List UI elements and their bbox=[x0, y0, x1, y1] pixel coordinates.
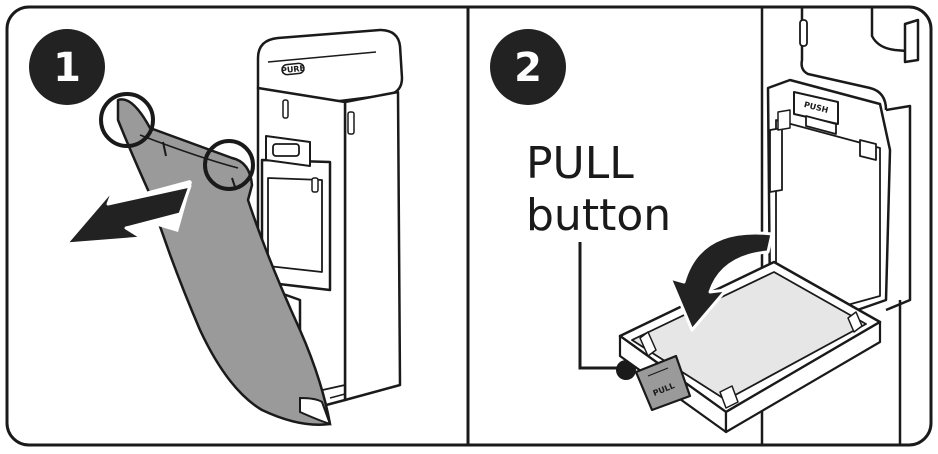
step-2-panel: 2 PULL button bbox=[490, 8, 920, 444]
pull-button: PULL bbox=[634, 354, 692, 412]
step-2-badge: 2 bbox=[490, 29, 566, 105]
front-cover-panel bbox=[116, 98, 332, 426]
callout-leader-line bbox=[578, 242, 622, 370]
brand-logo: PURE bbox=[281, 62, 306, 76]
cover-top-edge bbox=[139, 134, 239, 169]
highlight-circle-right bbox=[203, 139, 255, 191]
purifier-closeup bbox=[760, 8, 920, 444]
cover-bottom bbox=[299, 396, 332, 426]
open-direction-arrow bbox=[668, 231, 774, 332]
step-1-badge: 1 bbox=[29, 29, 105, 105]
callout-line-2: button bbox=[526, 190, 671, 241]
step-1-panel: 1 PURE bbox=[29, 28, 404, 426]
step-1-number: 1 bbox=[53, 45, 81, 91]
callout-line-1: PULL bbox=[526, 138, 634, 189]
logo-text: PURE bbox=[281, 64, 306, 75]
arrow-shape bbox=[64, 184, 192, 246]
cover-slot bbox=[162, 141, 167, 157]
highlight-circle-top bbox=[99, 92, 155, 148]
step-2-number: 2 bbox=[514, 45, 542, 91]
purifier-unit-step-1 bbox=[256, 28, 404, 414]
